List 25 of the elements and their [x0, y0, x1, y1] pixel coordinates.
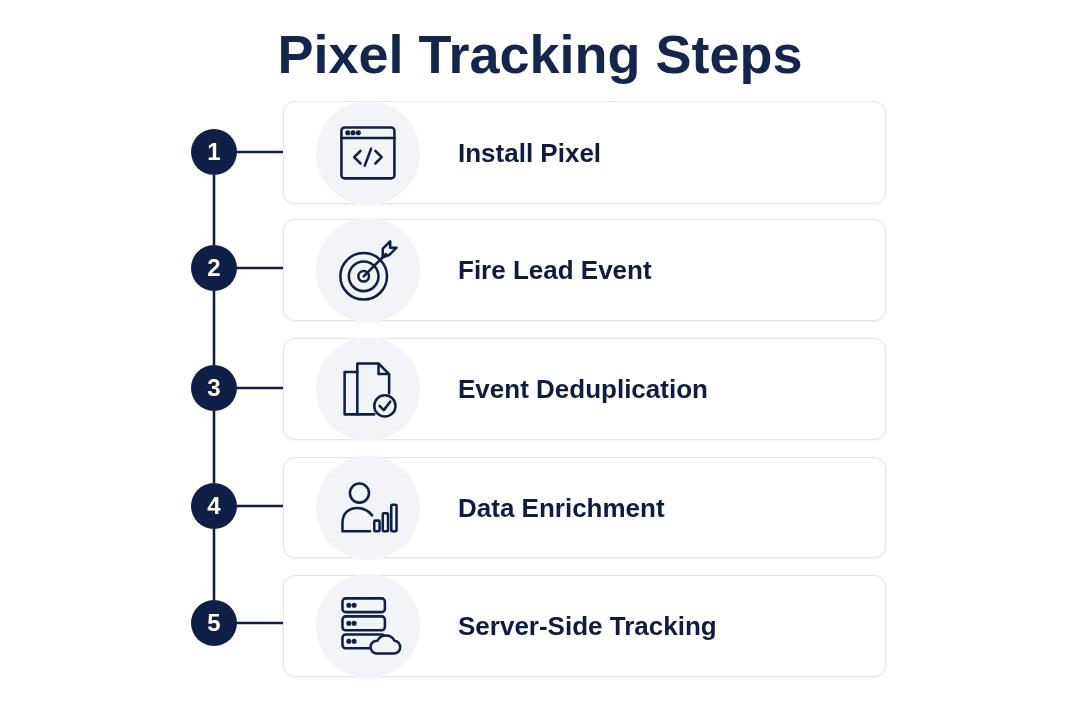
connector-line: [237, 386, 283, 390]
step-title: Install Pixel: [458, 136, 603, 169]
step-card: [283, 219, 886, 321]
step-title: Event Deduplication: [458, 373, 709, 405]
connector-line: [237, 266, 283, 270]
connector-line: [212, 411, 216, 483]
step-card: [283, 457, 886, 558]
step-number: 1: [207, 140, 221, 164]
step-card: [283, 101, 886, 204]
step-card: [283, 575, 886, 677]
connector-line: [237, 504, 283, 508]
step-title: Fire Lead Event: [458, 254, 653, 286]
step-number: 4: [207, 494, 221, 518]
step-number: 3: [207, 376, 221, 400]
step-title: Data Enrichment: [458, 491, 666, 524]
step-title: Server-Side Tracking: [458, 610, 718, 642]
step-number: 5: [207, 611, 221, 635]
connector-line: [237, 621, 283, 625]
connector-line: [212, 529, 216, 600]
connector-line: [212, 175, 216, 245]
connector-line: [212, 291, 216, 365]
title: Pixel Tracking Steps: [277, 23, 803, 86]
step-number: 2: [207, 256, 221, 280]
step-card: [283, 338, 886, 440]
connector-line: [237, 150, 283, 154]
